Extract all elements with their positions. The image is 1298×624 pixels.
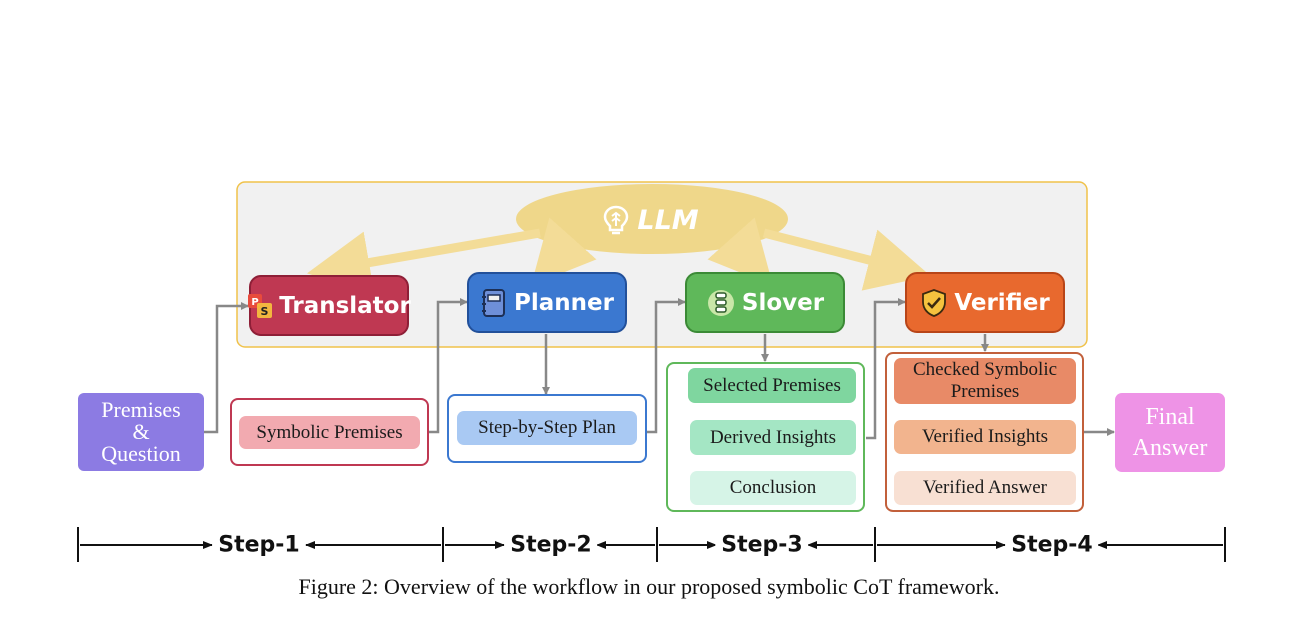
planner-module: Planner [467,272,627,333]
verified-insights: Verified Insights [894,420,1076,454]
final-answer-box: Final Answer [1115,393,1225,472]
step-by-step-plan: Step-by-Step Plan [457,411,637,445]
translate-icon: P S [247,293,273,319]
llm-fan-arrows [306,217,931,294]
selected-premises: Selected Premises [688,368,856,403]
symbolic-premises: Symbolic Premises [239,416,420,449]
checked-symbolic-premises: Checked Symbolic Premises [894,358,1076,404]
verifier-module: Verifier [905,272,1065,333]
step-3-label: Step-3 [715,532,809,558]
shield-check-icon [920,288,948,318]
premises-question-box: Premises & Question [78,393,204,471]
conclusion: Conclusion [690,471,856,505]
llm-label: LLM [560,200,740,240]
svg-text:P: P [252,297,259,308]
step-1-label: Step-1 [212,532,306,558]
spine-icon [706,288,736,318]
figure-caption: Figure 2: Overview of the workflow in ou… [298,574,1000,599]
input-line-3: Question [101,441,181,466]
final-line-1: Final [1145,403,1195,430]
solver-module: Slover [685,272,845,333]
derived-insights: Derived Insights [690,420,856,455]
svg-text:S: S [261,305,269,318]
step-4-label: Step-4 [1005,532,1099,558]
checked-line-2: Premises [950,381,1020,402]
checked-line-1: Checked Symbolic [912,359,1058,380]
final-line-2: Answer [1132,434,1208,461]
notebook-icon [480,288,508,318]
translator-module: P S Translator [247,275,411,336]
verified-answer: Verified Answer [894,471,1076,505]
input-line-1: Premises [101,397,181,422]
step-2-label: Step-2 [504,532,598,558]
input-line-2: & [132,419,150,444]
timeline [77,527,1226,562]
lightbulb-icon [601,204,631,236]
